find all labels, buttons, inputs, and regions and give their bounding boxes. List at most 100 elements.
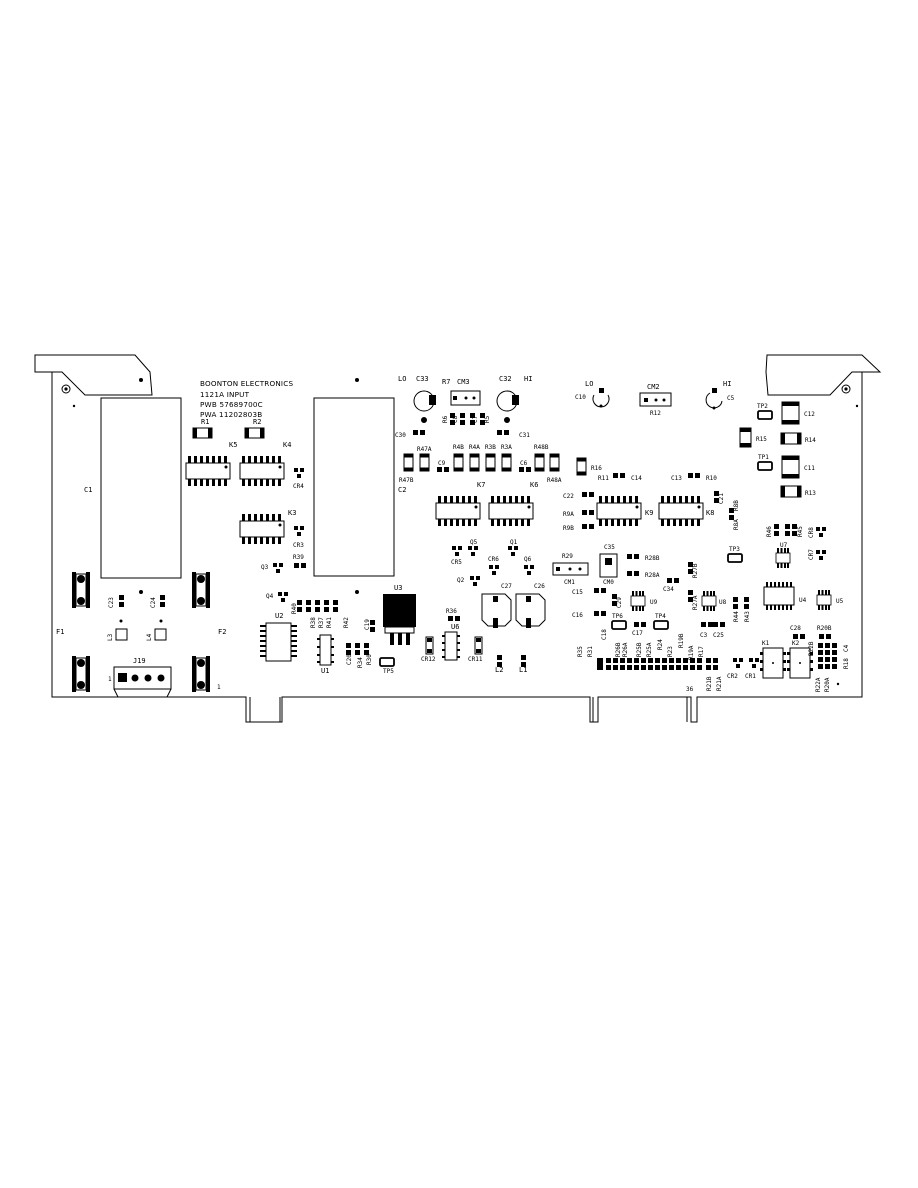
label-c5: C5 — [727, 395, 735, 402]
label-c19: C19 — [364, 619, 371, 630]
label-cm1: CM1 — [564, 579, 575, 586]
label-hi-right: HI — [723, 380, 731, 388]
label-r7: R7 — [442, 378, 450, 386]
label-r35: R35 — [577, 646, 584, 657]
label-tp1: TP1 — [758, 454, 769, 461]
label-c12: C12 — [804, 411, 815, 418]
upper-right-parts: TP2 C12 R15 R14 TP1 C11 R13 — [739, 401, 816, 498]
capacitor-c2: C2 — [313, 378, 406, 594]
label-q4: Q4 — [266, 593, 274, 600]
label-cr6: CR6 — [488, 556, 499, 563]
label-r18: R18 — [843, 658, 850, 669]
label-c20: C20 — [346, 654, 353, 665]
label-c17: C17 — [632, 630, 643, 637]
label-c25: C25 — [713, 632, 724, 639]
label-r30: R30 — [366, 654, 373, 665]
label-cr7: CR7 — [808, 549, 815, 560]
label-q3: Q3 — [261, 564, 269, 571]
label-pin-36: 36 — [686, 686, 694, 693]
label-hi-left: HI — [524, 375, 532, 383]
label-r43: R43 — [744, 611, 751, 622]
label-u6: U6 — [451, 623, 459, 631]
label-k3: K3 — [288, 509, 296, 517]
label-r25b: R25B — [636, 642, 643, 657]
label-c27: C27 — [501, 583, 512, 590]
label-r5: R5 — [484, 415, 491, 423]
label-tp6: TP6 — [612, 613, 623, 620]
lower-left-ics: U2 U1 R40 R38 R37 R41 R42 C19 C20 R34 R3… — [260, 600, 375, 675]
label-r17: R17 — [698, 646, 705, 657]
label-k4: K4 — [283, 441, 291, 449]
label-c7: C7 — [472, 415, 479, 423]
label-r19b: R19B — [678, 633, 685, 648]
label-cr4: CR4 — [293, 483, 304, 490]
relays-k1-k2: K1 K2 C28 R20B R22B C4 R18 R22A R20A — [760, 625, 850, 692]
label-r26b: R26B — [615, 642, 622, 657]
resistor-bank-middle: R47A R47B C9 R4B R4A R3B R3A C6 R48B R48… — [399, 444, 602, 484]
label-lo-right: LO — [585, 380, 593, 388]
small-parts-left: C23 C24 L3 L4 — [107, 595, 167, 641]
label-cr11: CR11 — [468, 656, 483, 663]
label-cr2: CR2 — [727, 673, 738, 680]
label-pin-1-left: 1 — [108, 676, 112, 683]
label-r6: R6 — [442, 415, 449, 423]
right-middle-parts: R46 R45 CR8 TP3 U7 CR7 — [727, 524, 826, 569]
board-outline — [34, 354, 882, 723]
relay-section-middle: K7 K6 R11 C14 C13 R10 C22 R9A R9B K9 K8 … — [435, 473, 740, 532]
label-cr8: CR8 — [808, 527, 815, 538]
label-r37: R37 — [318, 617, 325, 628]
label-r9a: R9A — [563, 511, 574, 518]
input-lo-hi-left: LO C33 R7 CM3 C32 HI R6 C8 C7 R5 C30 C31 — [395, 375, 532, 439]
label-l4: L4 — [146, 633, 153, 641]
label-r13: R13 — [805, 490, 816, 497]
header-text: BOONTON ELECTRONICS 1121A INPUT PWB 5768… — [200, 379, 293, 419]
label-q5: Q5 — [470, 539, 478, 546]
label-r20a: R20A — [824, 677, 831, 692]
label-r23: R23 — [667, 646, 674, 657]
label-cm3: CM3 — [457, 378, 470, 386]
label-r21b: R21B — [706, 676, 713, 691]
label-r39: R39 — [293, 554, 304, 561]
fuse-f2: F2 — [191, 571, 226, 693]
label-r27b: R27B — [692, 563, 699, 578]
label-cr12: CR12 — [421, 656, 436, 663]
label-c1: C1 — [84, 486, 92, 494]
label-r15: R15 — [756, 436, 767, 443]
label-r25a: R25A — [646, 642, 653, 657]
label-r4a: R4A — [469, 444, 480, 451]
label-r12: R12 — [650, 410, 661, 417]
label-r22b: R22B — [808, 641, 815, 656]
label-c32: C32 — [499, 375, 512, 383]
label-c16: C16 — [572, 612, 583, 619]
label-c34: C34 — [663, 586, 674, 593]
label-c24: C24 — [150, 597, 157, 608]
label-r48a: R48A — [547, 477, 562, 484]
label-u9: U9 — [650, 599, 658, 606]
header-line-3: PWB 57689700C — [200, 400, 263, 409]
label-r44: R44 — [733, 611, 740, 622]
label-k9: K9 — [645, 509, 653, 517]
label-cr1: CR1 — [745, 673, 756, 680]
label-tp4: TP4 — [655, 613, 666, 620]
label-u7: U7 — [780, 542, 788, 549]
label-cm2: CM2 — [647, 383, 660, 391]
label-r47b: R47B — [399, 477, 414, 484]
label-q2: Q2 — [457, 577, 465, 584]
bottom-resistor-row: R35 R31 R26B R26A R25B R25A R24 R23 R19B… — [577, 633, 759, 693]
label-k2: K2 — [792, 640, 800, 647]
label-c3: C3 — [700, 632, 708, 639]
label-pin-1-right: 1 — [217, 684, 221, 691]
label-c28: C28 — [790, 625, 801, 632]
label-q1: Q1 — [510, 539, 518, 546]
relay-section-left: R1 R2 K5 K4 CR4 K3 CR3 R39 Q3 Q4 — [185, 418, 306, 602]
label-r14: R14 — [805, 437, 816, 444]
label-r26a: R26A — [622, 642, 629, 657]
label-c14: C14 — [631, 475, 642, 482]
label-r21a: R21A — [716, 676, 723, 691]
electrolytic-caps: C27 C26 — [481, 583, 546, 628]
label-r11: R11 — [598, 475, 609, 482]
label-r19a: R19A — [688, 645, 695, 660]
label-r16: R16 — [591, 465, 602, 472]
label-k8: K8 — [706, 509, 714, 517]
label-u2: U2 — [275, 612, 283, 620]
